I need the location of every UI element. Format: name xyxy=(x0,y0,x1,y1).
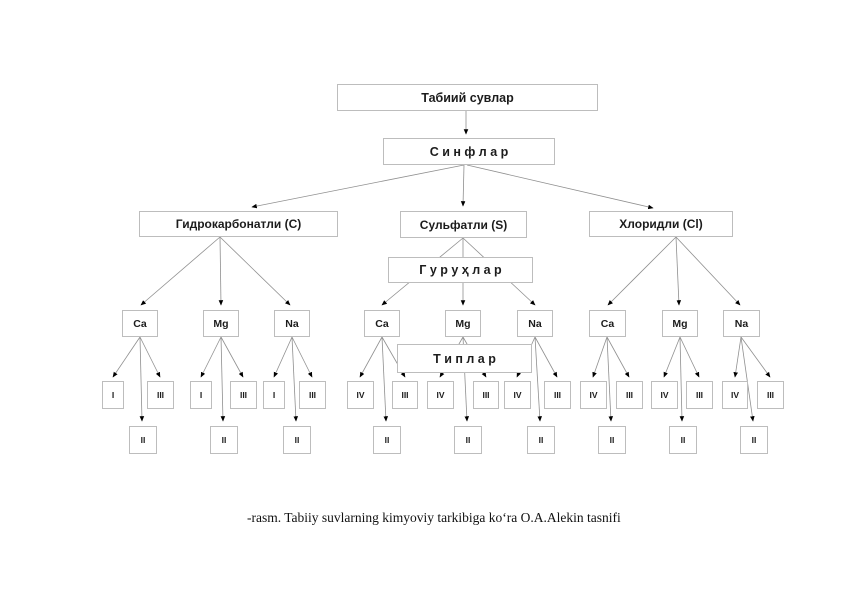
group-node-c1-mg: Mg xyxy=(203,310,239,337)
group-node-c3-ca: Ca xyxy=(589,310,626,337)
group-node-c3-mg: Mg xyxy=(662,310,698,337)
root-node: Табиий сувлар xyxy=(337,84,598,111)
group-node-c3-na: Na xyxy=(723,310,760,337)
type-node-c3-ca-left: IV xyxy=(580,381,607,409)
type-node-c2-na-center: II xyxy=(527,426,555,454)
type-node-c2-ca-left: IV xyxy=(347,381,374,409)
type-node-c2-ca-center: II xyxy=(373,426,401,454)
type-node-c1-ca-right: III xyxy=(147,381,174,409)
group-node-c2-mg: Mg xyxy=(445,310,481,337)
type-node-c2-mg-center: II xyxy=(454,426,482,454)
group-node-c1-ca: Ca xyxy=(122,310,158,337)
types-level-node: Т и п л а р xyxy=(397,344,532,373)
type-node-c2-mg-left: IV xyxy=(427,381,454,409)
type-node-c1-mg-center: II xyxy=(210,426,238,454)
class-node-hydrocarbonate: Гидрокарбонатли (C) xyxy=(139,211,338,237)
type-node-c1-na-left: I xyxy=(263,381,285,409)
type-node-c3-na-center: II xyxy=(740,426,768,454)
type-node-c3-ca-center: II xyxy=(598,426,626,454)
type-node-c3-ca-right: III xyxy=(616,381,643,409)
class-node-sulfate: Сульфатли (S) xyxy=(400,211,527,238)
groups-level-node: Г у р у ҳ л а р xyxy=(388,257,533,283)
figure-caption: -rasm. Tabiiy suvlarning kimyoviy tarkib… xyxy=(247,510,621,525)
type-node-c2-ca-right: III xyxy=(392,381,418,409)
group-node-c2-ca: Ca xyxy=(364,310,400,337)
type-node-c1-ca-center: II xyxy=(129,426,157,454)
type-node-c3-mg-left: IV xyxy=(651,381,678,409)
type-node-c1-mg-right: III xyxy=(230,381,257,409)
type-node-c1-mg-left: I xyxy=(190,381,212,409)
group-node-c2-na: Na xyxy=(517,310,553,337)
type-node-c3-mg-center: II xyxy=(669,426,697,454)
type-node-c3-na-left: IV xyxy=(722,381,748,409)
type-node-c2-na-left: IV xyxy=(504,381,531,409)
type-node-c2-mg-right: III xyxy=(473,381,499,409)
group-node-c1-na: Na xyxy=(274,310,310,337)
type-node-c3-na-right: III xyxy=(757,381,784,409)
type-node-c2-na-right: III xyxy=(544,381,571,409)
class-node-chloride: Хлоридли (Cl) xyxy=(589,211,733,237)
type-node-c1-na-center: II xyxy=(283,426,311,454)
type-node-c1-ca-left: I xyxy=(102,381,124,409)
type-node-c3-mg-right: III xyxy=(686,381,713,409)
classes-level-node: С и н ф л а р xyxy=(383,138,555,165)
type-node-c1-na-right: III xyxy=(299,381,326,409)
